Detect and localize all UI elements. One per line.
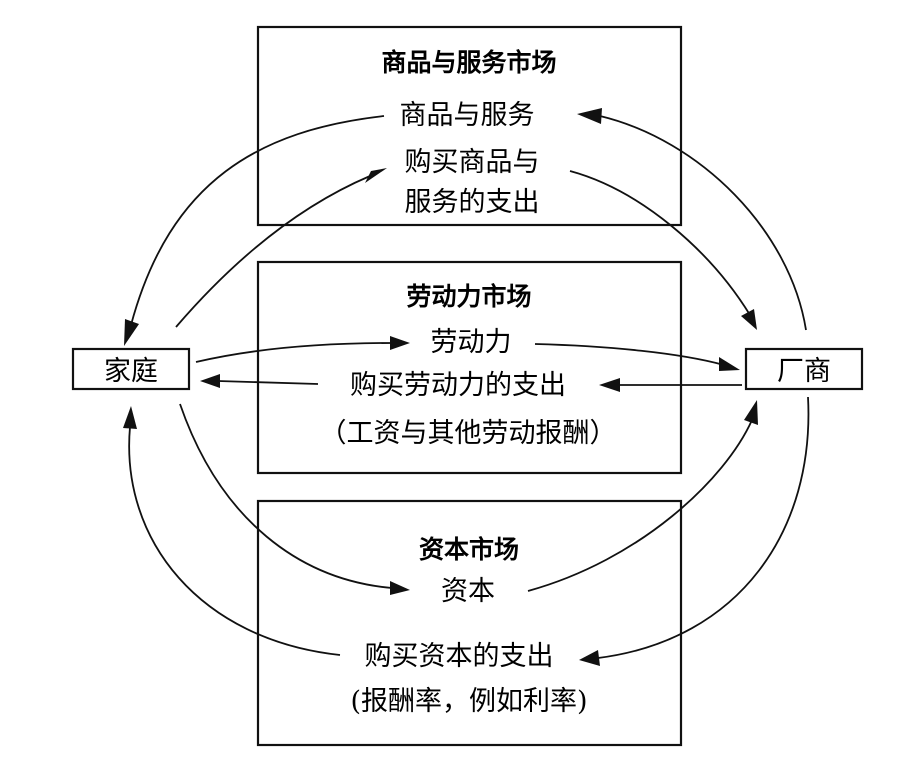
labor-to-firms: [534, 343, 725, 366]
goods-services-label: 商品与服务: [400, 100, 535, 131]
capital-spending-from-firms: [597, 396, 810, 659]
capital-from-households: [179, 403, 393, 589]
capital-spending-to-households-arrowhead: [123, 406, 137, 429]
household-spending-on-goods-arrowhead: [365, 168, 387, 183]
firms-box: [744, 347, 864, 391]
goods-flow-to-households: [130, 115, 385, 326]
labor-spending-to-households-arrowhead: [200, 374, 220, 388]
capital-market-box: [256, 499, 683, 747]
labor-label: 劳动力: [431, 327, 512, 358]
labor-spending-label: 购买劳动力的支出: [350, 370, 566, 401]
labor-from-households-arrowhead: [390, 336, 410, 350]
labor-spending-note: （工资与其他劳动报酬）: [320, 418, 617, 449]
goods-flow-to-households-arrowhead: [124, 319, 139, 346]
households-box: [71, 347, 191, 391]
firms-label: 厂商: [777, 356, 831, 387]
goods-supplied-by-firms: [599, 115, 807, 331]
spending-received-by-firms-arrowhead: [741, 309, 757, 330]
capital-label: 资本: [441, 576, 495, 607]
household-spending-on-goods: [175, 175, 371, 328]
labor-from-households: [195, 342, 393, 363]
households-label: 家庭: [104, 356, 158, 387]
goods-supplied-by-firms-arrowhead: [577, 108, 602, 124]
capital-to-firms-arrowhead: [744, 400, 758, 425]
labor-to-firms-arrowhead: [719, 357, 740, 371]
capital-market-title: 资本市场: [419, 535, 519, 564]
goods-spending-label-line2: 服务的支出: [405, 187, 540, 218]
capital-spending-note: (报酬率，例如利率): [350, 686, 587, 717]
spending-received-by-firms: [569, 170, 751, 316]
labor-spending-from-firms-arrowhead: [599, 378, 620, 392]
labor-market-box: [256, 260, 683, 475]
goods-spending-label-line1: 购买商品与: [405, 147, 540, 178]
capital-from-households-arrowhead: [390, 581, 410, 595]
capital-spending-from-firms-arrowhead: [579, 650, 600, 666]
labor-spending-to-households: [217, 380, 319, 385]
capital-spending-to-households: [128, 426, 341, 656]
goods-services-market-title: 商品与服务市场: [381, 48, 556, 77]
capital-to-firms: [527, 419, 753, 592]
labor-market-title: 劳动力市场: [406, 282, 531, 311]
capital-spending-label: 购买资本的支出: [365, 641, 554, 672]
